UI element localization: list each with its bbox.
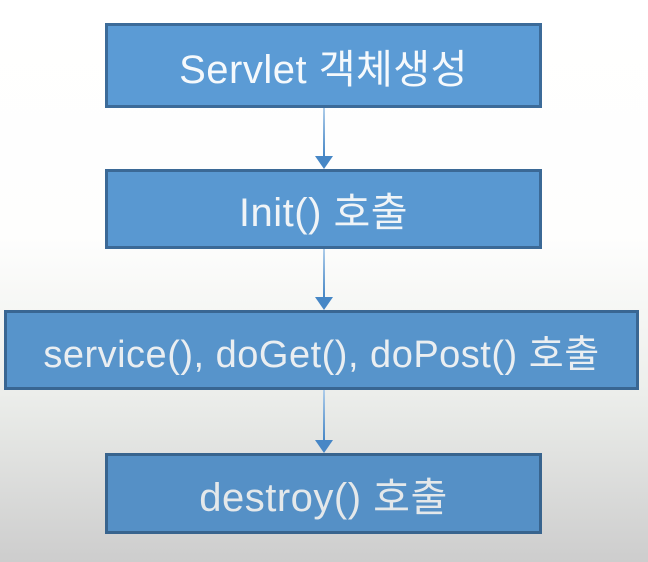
node-init-call: Init() 호출: [105, 169, 542, 249]
arrow-down-icon: [314, 108, 333, 169]
node-destroy-call: destroy() 호출: [105, 453, 542, 534]
node-service-doget-dopost-call: service(), doGet(), doPost() 호출: [4, 310, 639, 390]
arrow-head: [314, 440, 333, 453]
arrow-shaft: [322, 249, 325, 297]
node-label: destroy() 호출: [199, 475, 448, 520]
arrow-shaft: [322, 390, 325, 440]
arrow-down-icon: [314, 390, 333, 453]
arrow-head: [314, 156, 333, 169]
arrow-head: [314, 297, 333, 310]
node-label: Servlet 객체생성: [179, 47, 468, 92]
arrow-down-icon: [314, 249, 333, 310]
node-label: service(), doGet(), doPost() 호출: [43, 333, 600, 376]
node-servlet-object-creation: Servlet 객체생성: [105, 23, 542, 108]
arrow-shaft: [322, 108, 325, 156]
node-label: Init() 호출: [238, 191, 409, 235]
